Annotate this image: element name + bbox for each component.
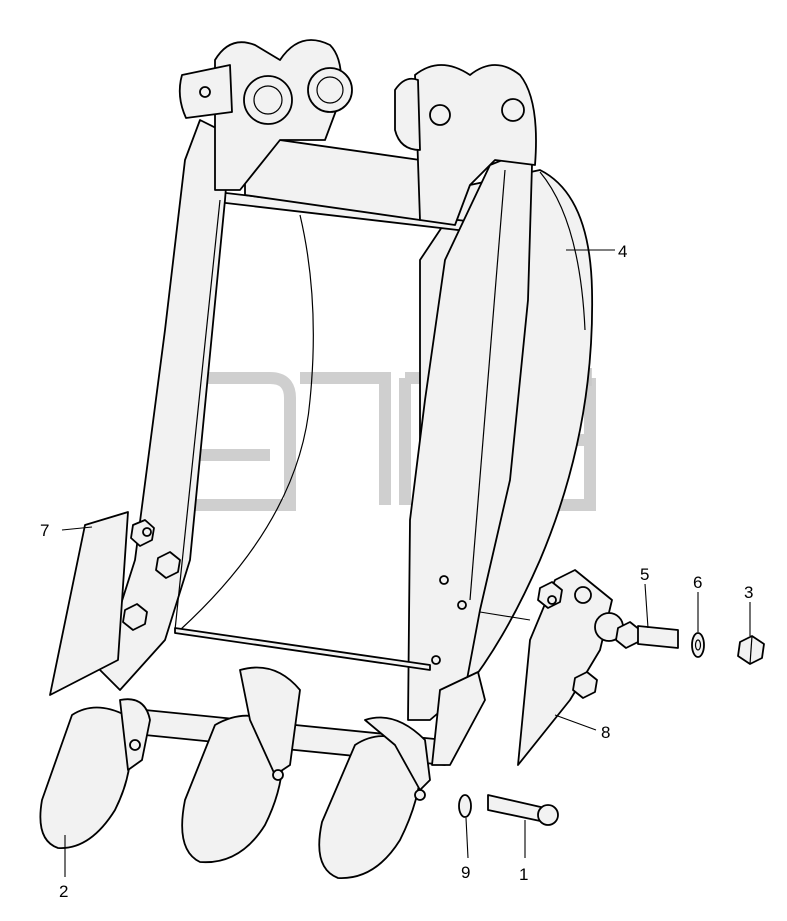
side-cutter-left — [49, 511, 129, 696]
callout-5: 5 — [640, 565, 649, 584]
callout-9: 9 — [461, 863, 470, 882]
bucket-teeth — [39, 666, 431, 879]
bolt — [615, 621, 679, 649]
side-cutter-right — [517, 569, 624, 766]
bucket-body — [99, 39, 594, 766]
leader-lines — [61, 249, 751, 877]
callout-2: 2 — [59, 882, 68, 901]
washer — [691, 632, 705, 658]
nut — [737, 635, 765, 665]
callout-6: 6 — [693, 573, 702, 592]
callout-3: 3 — [744, 583, 753, 602]
callout-7: 7 — [40, 521, 49, 540]
callout-1: 1 — [519, 865, 528, 884]
callout-8: 8 — [601, 723, 610, 742]
tooth-retainer — [458, 794, 472, 818]
callout-4: 4 — [618, 242, 627, 261]
callout-labels: 4 7 5 6 3 8 1 9 2 — [40, 242, 753, 901]
tooth-pin — [487, 794, 559, 826]
